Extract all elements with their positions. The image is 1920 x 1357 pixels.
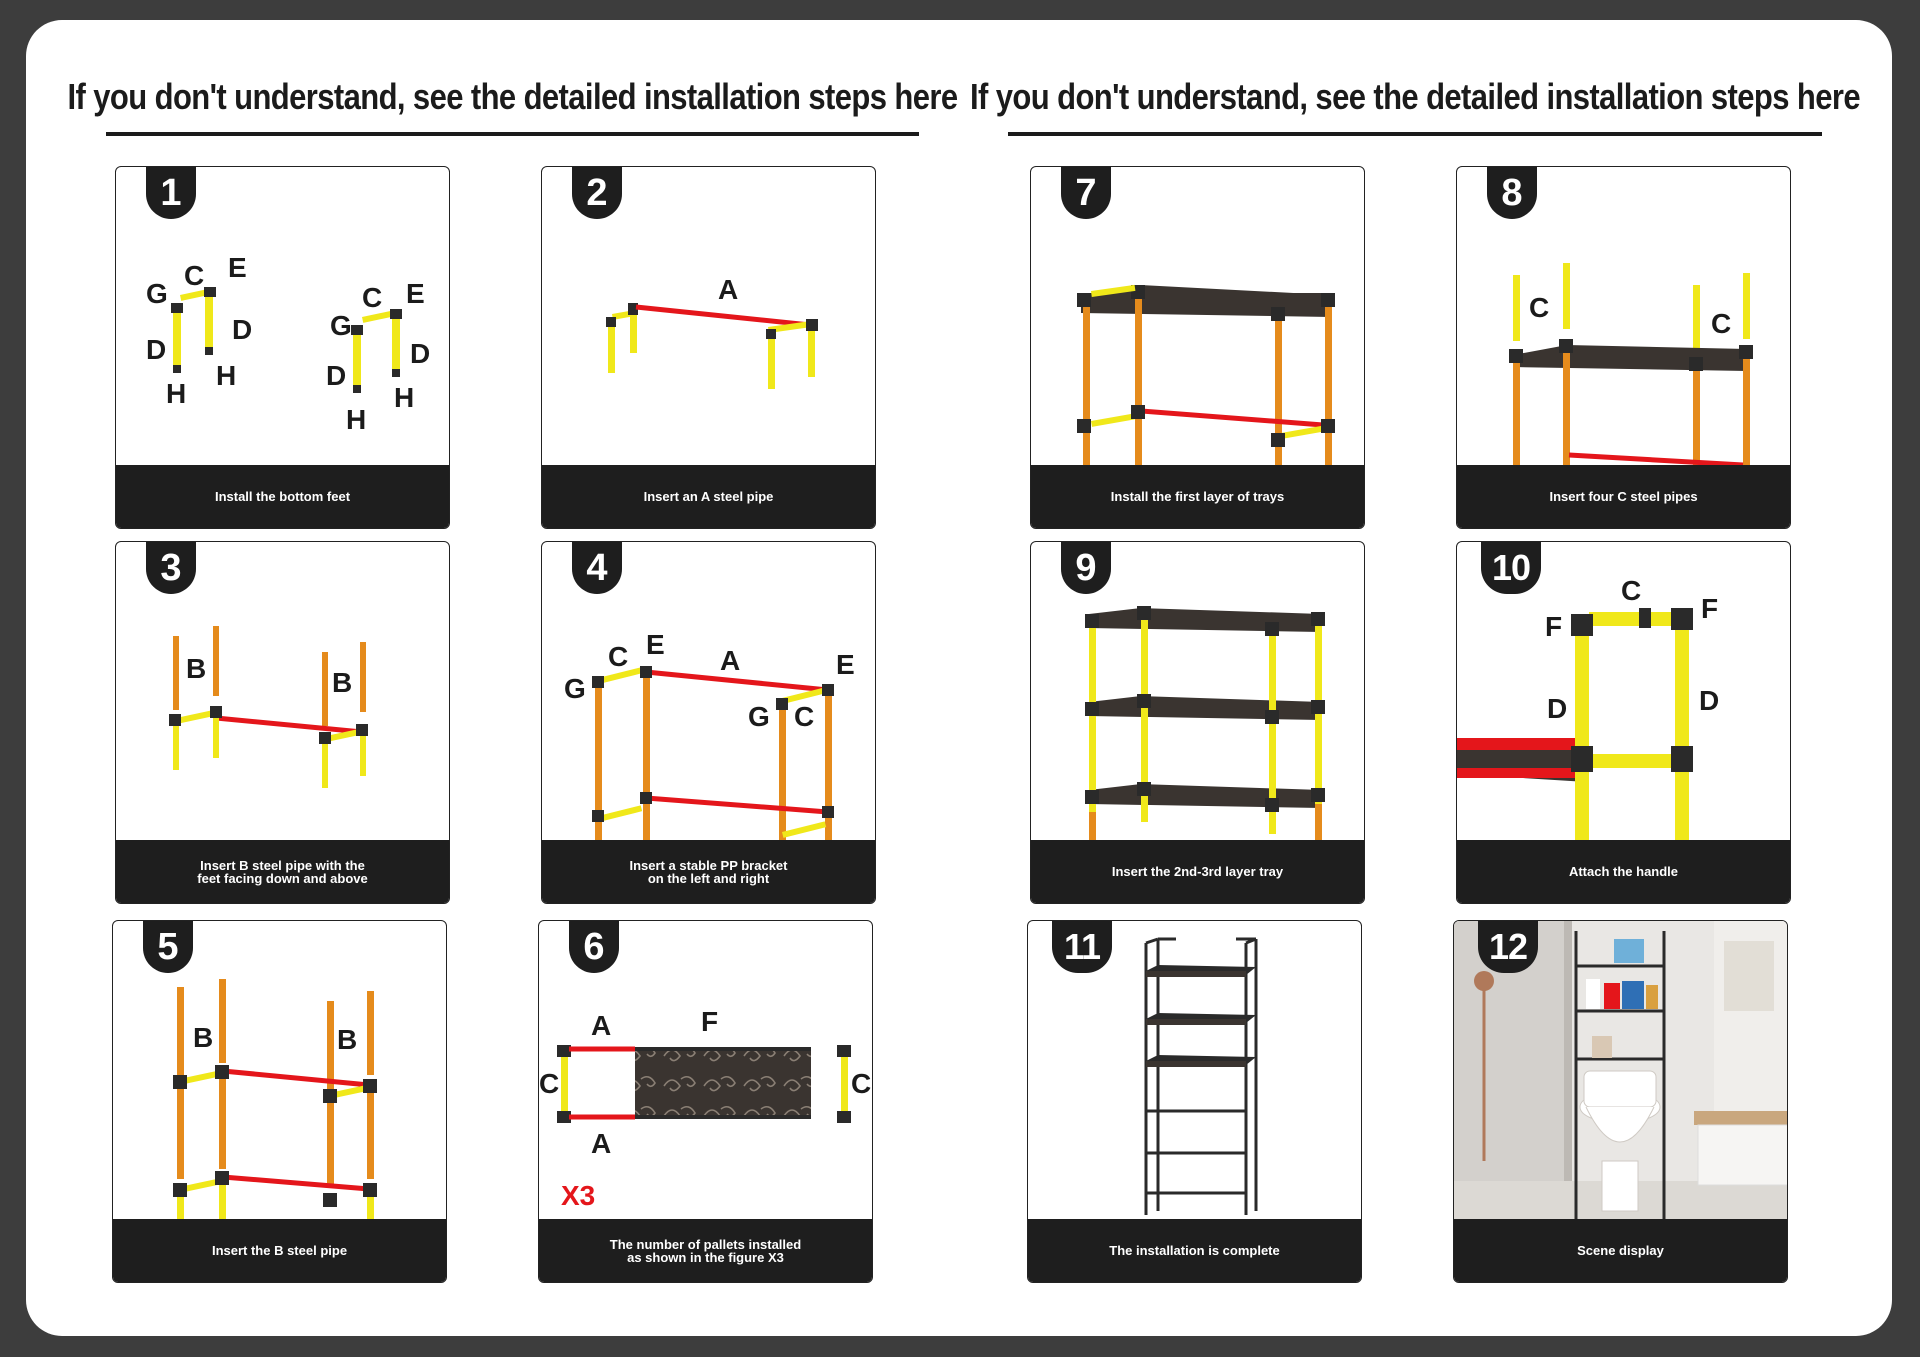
step-caption: Install the bottom feet (116, 465, 449, 528)
left-foot-assembly (171, 287, 216, 373)
step-panel-10: 10 C F F D D Attach the handle (1456, 541, 1791, 904)
label-d: D (326, 360, 346, 391)
step-number-badge: 3 (146, 542, 196, 594)
label-e: E (836, 649, 855, 680)
label-h: H (346, 404, 366, 435)
step-panel-7: 7 Install the first layer of trays (1030, 166, 1365, 529)
label-c: C (794, 701, 814, 732)
label-a: A (591, 1010, 611, 1041)
step-number-badge: 10 (1481, 542, 1541, 594)
label-d: D (410, 338, 430, 369)
step-8-illustration: C C (1509, 263, 1753, 467)
label-f: F (1545, 611, 1562, 642)
step-caption: The installation is complete (1028, 1219, 1361, 1282)
step-panel-12: 12 Scene display (1453, 920, 1788, 1283)
step-panel-3: 3 B B Insert B steel pipe with the feet … (115, 541, 450, 904)
step-3-illustration: B B (169, 626, 368, 788)
label-c: C (539, 1068, 559, 1099)
step-10-illustration: C F F D D (1457, 575, 1719, 842)
label-e: E (646, 629, 665, 660)
step-caption: Attach the handle (1457, 840, 1790, 903)
step-11-illustration (1144, 937, 1258, 1215)
step-number-badge: 8 (1487, 167, 1537, 219)
step-panel-6: 6 A F C C A X3 The number of pallets ins… (538, 920, 873, 1283)
label-b: B (332, 667, 352, 698)
step-number-badge: 1 (146, 167, 196, 219)
step-6-illustration: A F C C A X3 (539, 1006, 871, 1211)
label-c: C (1529, 292, 1549, 323)
heading-left: If you don't understand, see the detaile… (68, 62, 958, 136)
step-caption: Scene display (1454, 1219, 1787, 1282)
label-c: C (1621, 575, 1641, 606)
label-f: F (701, 1006, 718, 1037)
step-number-badge: 4 (572, 542, 622, 594)
step-panel-8: 8 C C Insert four C steel pipes (1456, 166, 1791, 529)
label-h: H (216, 360, 236, 391)
step-panel-2: 2 A Insert an A steel pipe (541, 166, 876, 529)
label-g: G (146, 278, 168, 309)
step-number-badge: 6 (569, 921, 619, 973)
label-a: A (720, 645, 740, 676)
step-caption: Insert the 2nd-3rd layer tray (1031, 840, 1364, 903)
label-g: G (564, 673, 586, 704)
right-foot-assembly (351, 309, 402, 393)
label-b: B (193, 1022, 213, 1053)
step-number-badge: 11 (1052, 921, 1112, 973)
step-panel-11: 11 The installation is complete (1027, 920, 1362, 1283)
label-d: D (1699, 685, 1719, 716)
step-number-badge: 7 (1061, 167, 1111, 219)
step-9-illustration (1085, 606, 1325, 842)
label-a: A (591, 1128, 611, 1159)
step-caption: Insert the B steel pipe (113, 1219, 446, 1282)
label-b: B (337, 1024, 357, 1055)
label-f: F (1701, 593, 1718, 624)
step-panel-5: 5 B B Insert the B steel pipe (112, 920, 447, 1283)
step-number-badge: 5 (143, 921, 193, 973)
heading-right-text: If you don't understand, see the detaile… (970, 75, 1861, 118)
label-e: E (228, 252, 247, 283)
label-d: D (232, 314, 252, 345)
step-4-illustration: G C E A E G C (564, 629, 855, 842)
label-h: H (394, 382, 414, 413)
label-d: D (146, 334, 166, 365)
label-e: E (406, 278, 425, 309)
step-2-illustration: A (606, 274, 818, 389)
step-number-badge: 2 (572, 167, 622, 219)
step-caption: Insert a stable PP bracket on the left a… (542, 840, 875, 903)
multiplier-label: X3 (561, 1180, 595, 1211)
step-number-badge: 9 (1061, 542, 1111, 594)
label-b: B (186, 653, 206, 684)
step-number-badge: 12 (1478, 921, 1538, 973)
label-g: G (748, 701, 770, 732)
step-panel-4: 4 G C E A E G C Insert a stable PP brack… (541, 541, 876, 904)
step-5-illustration: B B (173, 979, 377, 1221)
step-7-illustration (1077, 284, 1335, 467)
label-c: C (608, 641, 628, 672)
label-d: D (1547, 693, 1567, 724)
label-c: C (184, 260, 204, 291)
label-g: G (330, 310, 352, 341)
heading-left-text: If you don't understand, see the detaile… (67, 75, 959, 118)
label-h: H (166, 378, 186, 409)
label-c: C (1711, 308, 1731, 339)
step-caption: The number of pallets installed as shown… (539, 1219, 872, 1282)
step-panel-1: 1 G C E D D H H G C E D D H (115, 166, 450, 529)
step-caption: Install the first layer of trays (1031, 465, 1364, 528)
step-caption: Insert B steel pipe with the feet facing… (116, 840, 449, 903)
step-caption: Insert four C steel pipes (1457, 465, 1790, 528)
step-caption: Insert an A steel pipe (542, 465, 875, 528)
label-c: C (362, 282, 382, 313)
step-1-illustration: G C E D D H H G C E D D H H (146, 252, 430, 435)
step-panel-9: 9 Insert the 2nd-3rd layer tray (1030, 541, 1365, 904)
label-c: C (851, 1068, 871, 1099)
label-a: A (718, 274, 738, 305)
heading-right: If you don't understand, see the detaile… (970, 62, 1861, 136)
